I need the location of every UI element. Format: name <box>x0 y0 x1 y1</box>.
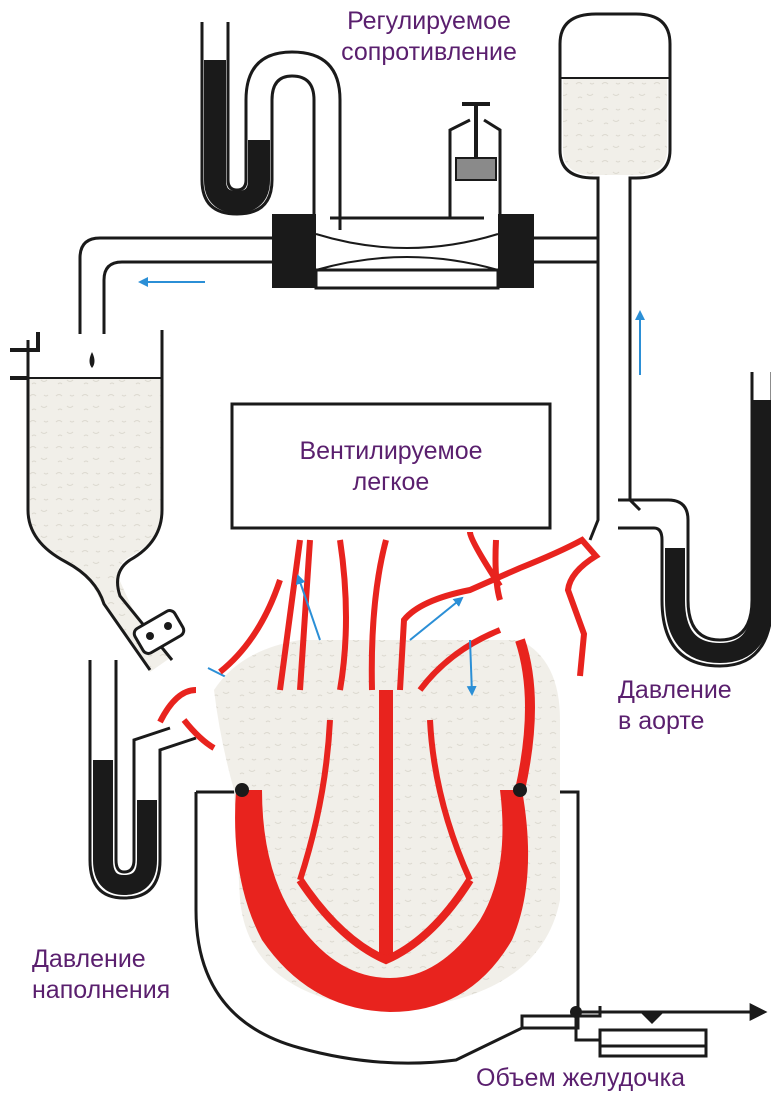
label-line: наполнения <box>32 975 170 1006</box>
aortic-pressure-manometer <box>618 372 771 666</box>
manometer-fluid <box>215 60 259 202</box>
heart <box>160 532 596 1012</box>
label-line: Регулируемое <box>318 6 540 37</box>
manometer-fluid <box>103 760 147 885</box>
outflow-reservoir <box>560 14 670 540</box>
label-line: Давление <box>618 675 732 706</box>
adjustable-resistance <box>272 104 534 288</box>
volume-recorder <box>570 1006 764 1056</box>
filling-pressure-label: Давление наполнения <box>32 944 170 1006</box>
label-line: сопротивление <box>318 37 540 68</box>
adjustable-resistance-label: Регулируемое сопротивление <box>318 6 540 68</box>
label-line: Объем желудочка <box>476 1063 685 1094</box>
ventricular-volume-label: Объем желудочка <box>476 1063 685 1094</box>
venous-reservoir <box>10 330 240 684</box>
aortic-pressure-label: Давление в аорте <box>618 675 732 737</box>
label-line: в аорте <box>618 706 732 737</box>
label-line: легкое <box>232 467 550 498</box>
flow-arrow <box>410 598 462 640</box>
ventilated-lung-label: Вентилируемое легкое <box>232 436 550 498</box>
label-line: Давление <box>32 944 170 975</box>
label-line: Вентилируемое <box>232 436 550 467</box>
